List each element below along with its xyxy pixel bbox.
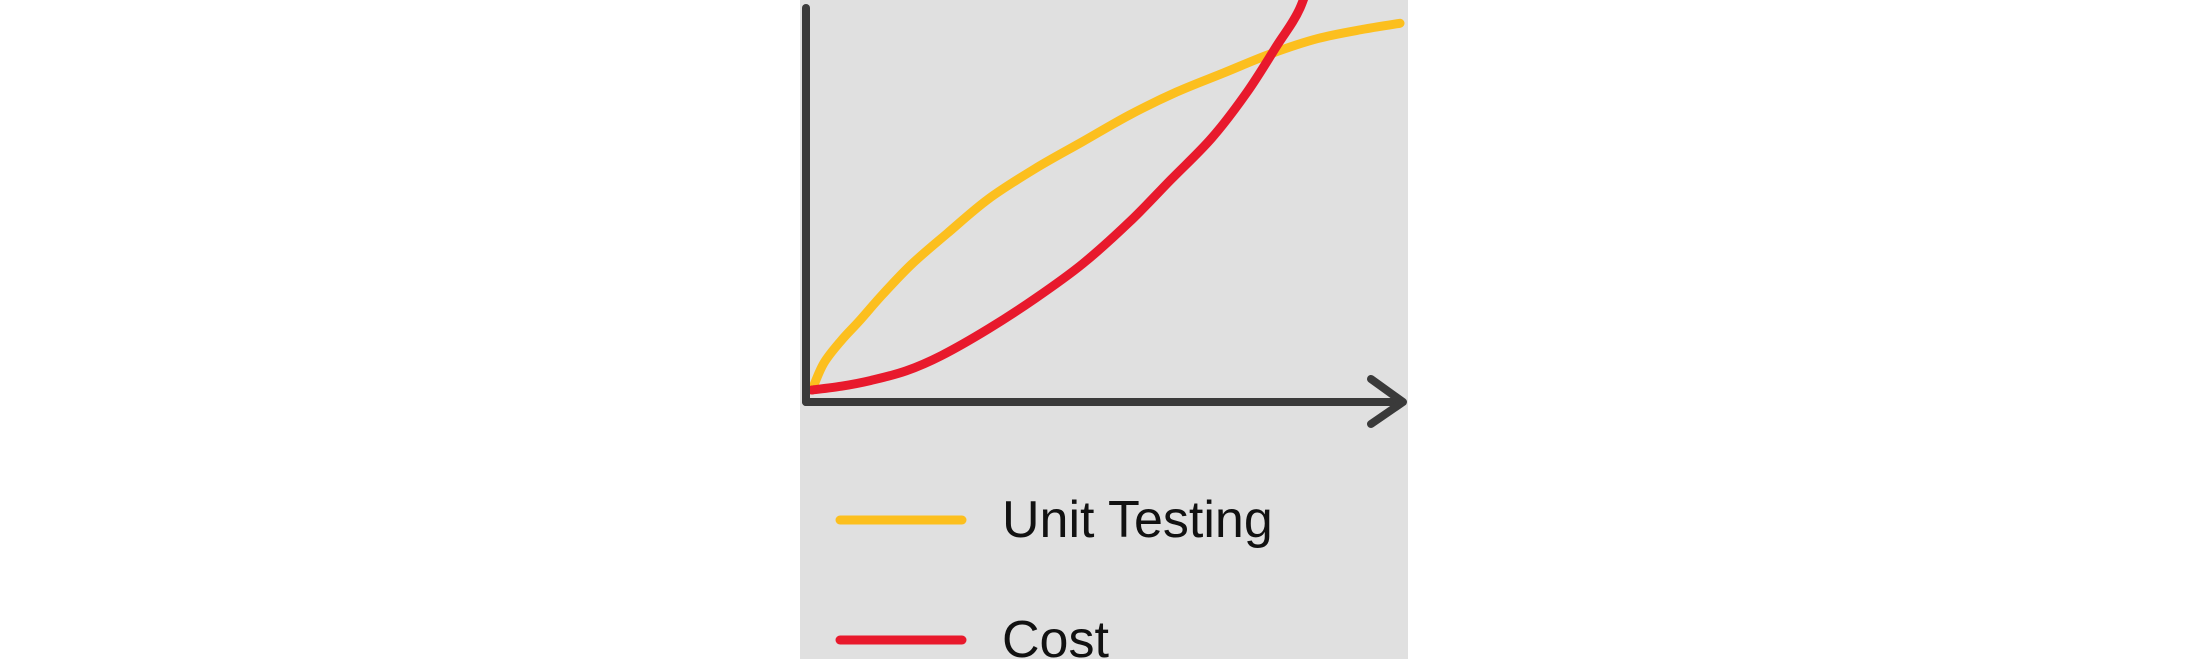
x-axis-arrowhead (1367, 375, 1407, 428)
series-layer (807, 0, 1405, 395)
legend-label-unit-testing: Unit Testing (1002, 491, 1273, 549)
axes-layer (802, 4, 1407, 428)
legend-label-cost: Cost (1002, 611, 1109, 659)
chart-background (800, 0, 1408, 659)
series-line-cost (807, 0, 1309, 395)
series-line-unit-testing (807, 18, 1405, 395)
